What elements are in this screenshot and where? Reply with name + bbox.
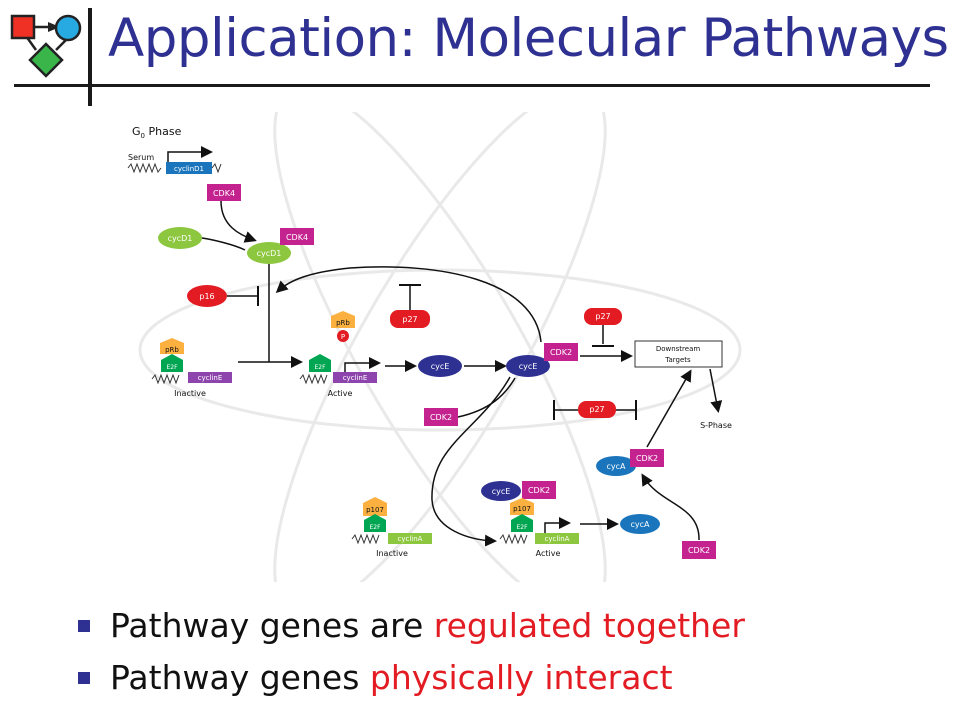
svg-text:cyclinE: cyclinE: [198, 374, 223, 382]
inactive-label-a: Inactive: [376, 549, 408, 558]
cycd1-complex: [247, 242, 291, 264]
svg-text:cycD1: cycD1: [257, 249, 282, 258]
prb-inactive: [160, 338, 184, 354]
downstream-targets-box: [634, 340, 723, 368]
svg-text:cyclinE: cyclinE: [343, 374, 368, 382]
svg-text:CDK2: CDK2: [636, 454, 658, 463]
p107-active: [510, 498, 534, 515]
cdk4-complex: [280, 228, 314, 245]
bullet-highlight: regulated together: [433, 606, 745, 645]
svg-text:CDK2: CDK2: [550, 348, 572, 357]
svg-text:Downstream: Downstream: [656, 345, 701, 353]
svg-text:Targets: Targets: [664, 356, 691, 364]
p27-node-top: [390, 310, 430, 328]
svg-text:CDK2: CDK2: [528, 486, 550, 495]
cyclind1-gene: [166, 162, 212, 174]
svg-text:P: P: [341, 333, 345, 341]
bullet-list: Pathway genes are regulated together Pat…: [78, 600, 745, 704]
bullet-marker: [78, 672, 90, 684]
cdk2-node-lower: [682, 541, 716, 559]
svg-text:p27: p27: [402, 315, 417, 324]
svg-text:E2F: E2F: [369, 524, 381, 531]
bullet-item: Pathway genes physically interact: [78, 652, 745, 704]
svg-text:p27: p27: [589, 405, 604, 414]
cyce-complex-lower: [481, 481, 521, 501]
svg-text:pRb: pRb: [165, 346, 179, 354]
cycd1-ellipse: [158, 227, 202, 249]
g0-phase-label: G0 Phase: [132, 125, 182, 140]
bullet-highlight: physically interact: [369, 658, 673, 697]
svg-text:p27: p27: [595, 312, 610, 321]
slide-logo: [0, 0, 100, 100]
title-horizontal-rule: [14, 84, 930, 87]
cdk4-box: [207, 184, 241, 201]
slide-title: Application: Molecular Pathways: [108, 8, 949, 69]
cyca-complex: [596, 456, 636, 476]
bullet-text: Pathway genes are: [110, 606, 434, 645]
cdk2-complex: [544, 343, 578, 361]
pathway-diagram: G0 Phase Serum cyclinD1 CDK4 cycD1 cycD1…: [110, 85, 770, 615]
bullet-item: Pathway genes are regulated together: [78, 600, 745, 652]
svg-text:cycE: cycE: [431, 362, 450, 371]
p27-node-bottom: [578, 401, 616, 418]
svg-text:CDK2: CDK2: [688, 546, 710, 555]
prb-phospho: [331, 311, 355, 328]
s-phase-label: S-Phase: [700, 421, 732, 430]
title-vertical-rule: [88, 8, 92, 106]
svg-text:pRb: pRb: [336, 319, 350, 327]
p16-node: [187, 285, 227, 307]
cdk2-cyca-complex: [630, 449, 664, 467]
svg-text:CDK2: CDK2: [430, 413, 452, 422]
e2f-active: [309, 354, 331, 372]
inactive-label: Inactive: [174, 389, 206, 398]
svg-text:cycE: cycE: [492, 487, 511, 496]
cyca-node: [620, 514, 660, 534]
bullet-text: Pathway genes: [110, 658, 370, 697]
svg-text:E2F: E2F: [166, 364, 178, 371]
bullet-marker: [78, 620, 90, 632]
svg-text:p16: p16: [199, 292, 214, 301]
active-label: Active: [328, 389, 353, 398]
svg-text:CDK4: CDK4: [286, 233, 308, 242]
svg-text:cycA: cycA: [630, 520, 650, 529]
cdk2-complex-lower: [522, 481, 556, 499]
cyclina-gene-active: [535, 533, 579, 544]
svg-text:cyclinD1: cyclinD1: [174, 165, 204, 173]
svg-text:cycA: cycA: [606, 462, 626, 471]
svg-text:p107: p107: [366, 506, 384, 514]
svg-text:cyclinA: cyclinA: [398, 535, 423, 543]
svg-text:E2F: E2F: [314, 364, 326, 371]
e2f-inactive: [161, 354, 183, 372]
svg-text:E2F: E2F: [516, 524, 528, 531]
cyce-node: [418, 355, 462, 377]
svg-text:cycD1: cycD1: [168, 234, 193, 243]
cyclina-gene-inactive: [388, 533, 432, 544]
dna-strand: [127, 162, 162, 174]
e2f-active-a: [511, 514, 533, 532]
svg-text:cycE: cycE: [519, 362, 538, 371]
cdk2-node-mid: [424, 408, 458, 426]
active-label-a: Active: [536, 549, 561, 558]
svg-text:p107: p107: [513, 505, 531, 513]
p27-node-right: [584, 308, 622, 325]
p107-inactive: [363, 497, 387, 516]
cyce-complex: [506, 355, 550, 377]
svg-text:CDK4: CDK4: [213, 189, 235, 198]
cycline-gene-active: [333, 372, 377, 383]
cycline-gene-inactive: [188, 372, 232, 383]
svg-text:cyclinA: cyclinA: [545, 535, 570, 543]
e2f-inactive-a: [364, 514, 386, 532]
serum-label: Serum: [128, 153, 154, 162]
